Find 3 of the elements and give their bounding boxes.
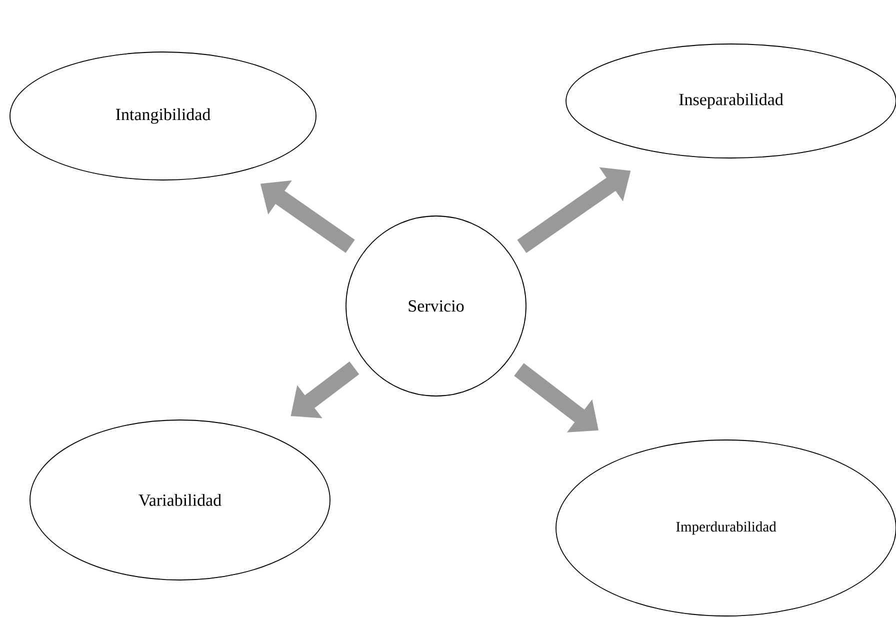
ellipse-node: Variabilidad — [30, 420, 330, 580]
ellipse-node: Intangibilidad — [10, 52, 316, 180]
circle-node: Servicio — [346, 216, 526, 396]
